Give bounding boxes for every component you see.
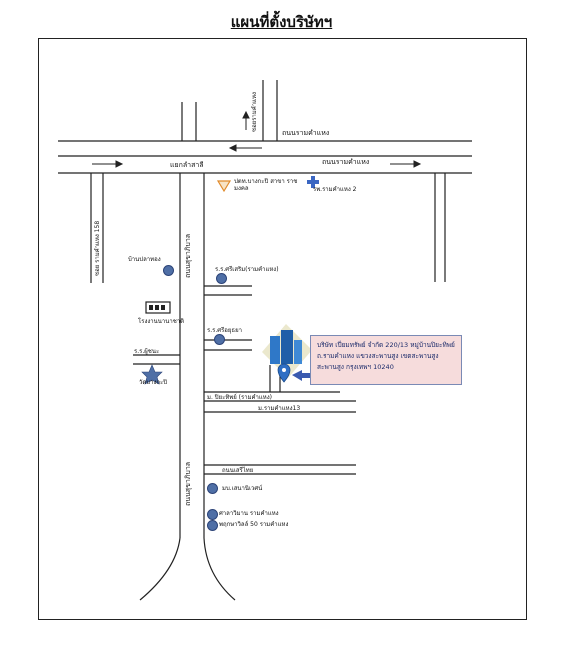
- poi-label-school-2: ร.ร.ศรีอยุธยา: [207, 327, 242, 334]
- road-label-intersection: แยกลำสาลี: [170, 161, 204, 169]
- poi-marker-school-2: [214, 334, 225, 345]
- poi-marker-village-2: [207, 509, 218, 520]
- road-label-soi-lower: ถนนเสรีไทย: [222, 467, 254, 474]
- road-label-main-vertical: ถนนสุขาภิบาล: [184, 233, 192, 278]
- road-label-side-top: ซอยรามคำแหง: [251, 92, 258, 132]
- company-address-line-3: สะพานสูง กรุงเทพฯ 10240: [317, 363, 394, 371]
- poi-label-school-1: ร.ร.ศรีเสริม(รามคำแหง): [215, 266, 279, 273]
- road-label-soi-158: ซอย รามคำแหง 158: [94, 220, 101, 276]
- road-label-soi-left: ร.ร.ผู้ชนะ: [134, 348, 160, 355]
- road-label-ramkhamhaeng-top: ถนนรามคำแหง: [282, 129, 330, 137]
- company-address-line-2: ถ.รามคำแหง แขวงสะพานสูง เขตสะพานสูง: [317, 352, 439, 360]
- arrow-east-2-icon: [413, 160, 422, 168]
- arrow-north-icon: [242, 110, 250, 119]
- poi-label-hospital: รพ.รามคำแหง 2: [313, 186, 357, 193]
- poi-label-temple: วัดบางกะปิ: [139, 379, 168, 386]
- callout-arrow-icon: [292, 370, 318, 381]
- main-road-curve-right: [203, 537, 236, 601]
- office-building-icon: [262, 324, 312, 378]
- road-label-ramkhamhaeng-main: ถนนรามคำแหง: [322, 158, 370, 166]
- poi-marker-village-1: [207, 483, 218, 494]
- location-pin-icon: [277, 363, 291, 383]
- poi-label-village-2: ศาลาวิมาน รามคำแหง: [219, 510, 279, 517]
- medical-cross-icon: [307, 176, 319, 188]
- arrow-east-1-icon: [115, 160, 124, 168]
- road-label-main-vertical-lower: ถนนสุขาภิบาล: [184, 461, 192, 506]
- poi-label-village-3: พฤกษาวิลล์ 50 รามคำแหง: [219, 521, 289, 528]
- poi-label-shop-left: บ้านปลาทอง: [128, 256, 161, 263]
- poi-marker-school-1: [216, 273, 227, 284]
- factory-icon: [145, 301, 171, 314]
- road-label-soi-13: ม.รามคำแหง13: [258, 405, 301, 412]
- poi-label-village-1: มบ.เสนานิเวศน์: [222, 485, 263, 492]
- poi-label-factory: โรงงานนานาชาติ: [138, 318, 185, 325]
- star-marker-icon: [141, 364, 163, 385]
- triangle-marker-icon: [216, 180, 232, 193]
- map-title: แผนที่ตั้งบริษัทฯ: [230, 13, 333, 31]
- poi-label-gas-station: ปตท.บางกะปิ สาขา ราชมงคล: [234, 178, 298, 192]
- company-address-line-1: บริษัท เปี่ยมทรัพย์ จำกัด 220/13 หมู่บ้า…: [317, 341, 455, 349]
- arrow-west-icon: [228, 144, 237, 152]
- road-label-soi-company: ม. ปิยะทิพย์ (รามคำแหง): [207, 394, 273, 401]
- company-address-callout: บริษัท เปี่ยมทรัพย์ จำกัด 220/13 หมู่บ้า…: [310, 335, 462, 385]
- poi-marker-village-3: [207, 520, 218, 531]
- main-road-curve-left: [139, 537, 181, 601]
- map-frame: [38, 38, 527, 620]
- poi-marker-shop-left: [163, 265, 174, 276]
